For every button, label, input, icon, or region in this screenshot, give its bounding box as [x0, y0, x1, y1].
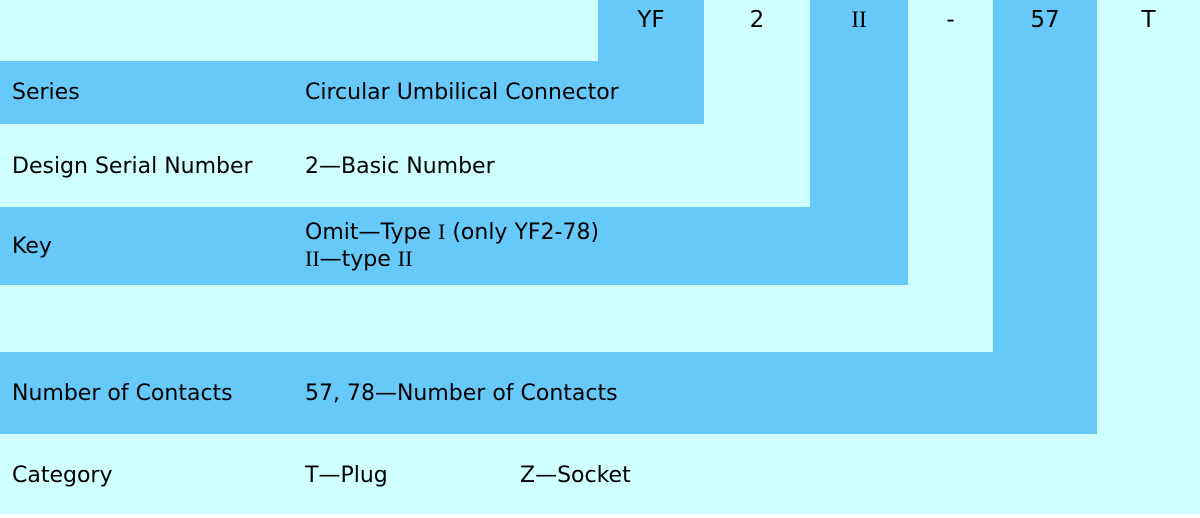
code-segment-separator: - — [946, 7, 955, 33]
design-serial-number-label: Design Serial Number — [12, 153, 253, 179]
number-of-contacts-description: 57, 78—Number of Contacts — [305, 380, 618, 406]
design-serial-number-description: 2—Basic Number — [305, 153, 495, 179]
series-row: Series Circular Umbilical Connector — [0, 61, 1200, 124]
code-segment-key: II — [851, 7, 867, 32]
bottom-edge-strip — [0, 514, 1200, 518]
number-of-contacts-label: Number of Contacts — [12, 380, 233, 406]
key-description: Omit—Type I (only YF2-78) II—type II — [305, 219, 599, 273]
code-segment-series: YF — [637, 7, 665, 33]
key-description-line2: II—type II — [305, 246, 413, 272]
key-row: Key Omit—Type I (only YF2-78) II—type II — [0, 207, 1200, 285]
key-row-bar — [0, 207, 908, 285]
code-segment-design-serial: 2 — [749, 7, 765, 33]
category-socket-description: Z—Socket — [520, 463, 631, 488]
category-row: Category T—Plug Z—Socket — [0, 437, 1200, 514]
category-label: Category — [12, 463, 113, 488]
category-plug-description: T—Plug — [305, 463, 388, 488]
design-serial-number-row: Design Serial Number 2—Basic Number — [0, 127, 1200, 205]
code-segment-category: T — [1141, 7, 1156, 33]
key-description-line1: Omit—Type I (only YF2-78) — [305, 219, 600, 245]
number-of-contacts-row: Number of Contacts 57, 78—Number of Cont… — [0, 352, 1200, 434]
code-segment-contacts: 57 — [1030, 7, 1060, 33]
series-label: Series — [12, 80, 80, 105]
key-label: Key — [12, 233, 52, 259]
contacts-row-bar — [0, 352, 1097, 434]
series-description: Circular Umbilical Connector — [305, 80, 619, 105]
series-row-bar — [0, 61, 704, 124]
